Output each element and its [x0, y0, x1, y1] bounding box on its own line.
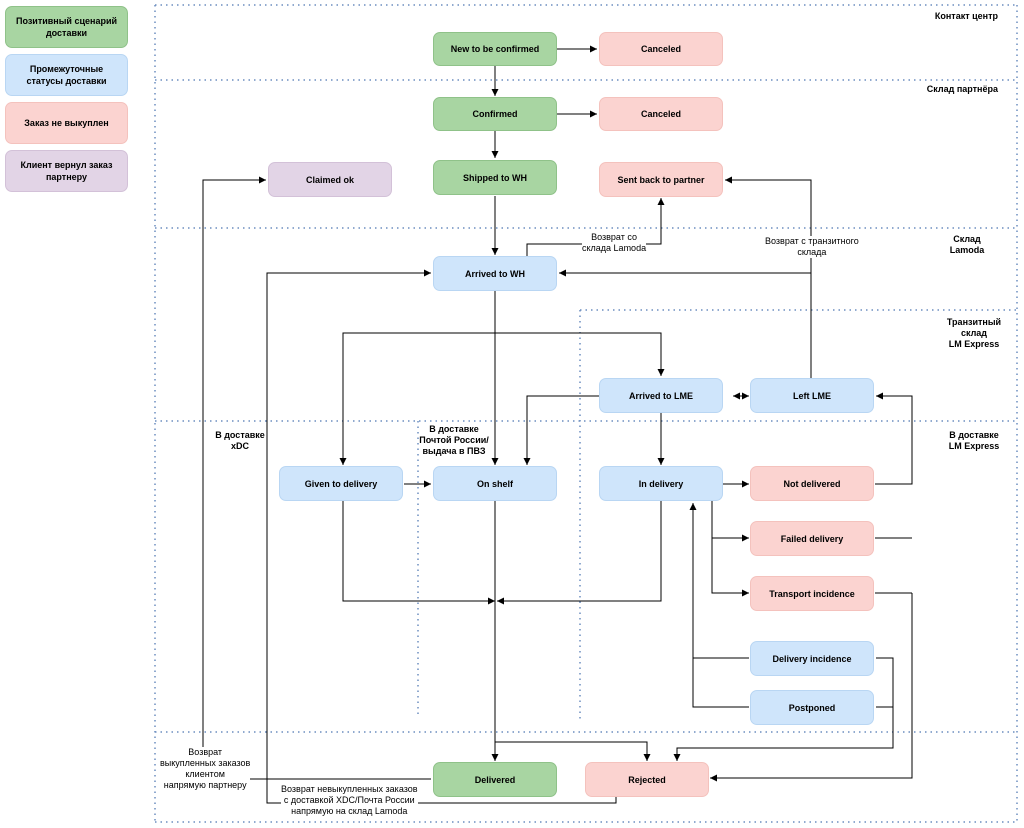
node-canceled-partner[interactable]: Canceled — [599, 97, 723, 131]
node-shipped-to-wh[interactable]: Shipped to WH — [433, 160, 557, 195]
node-canceled-contact-center[interactable]: Canceled — [599, 32, 723, 66]
node-in-delivery[interactable]: In delivery — [599, 466, 723, 501]
zone-post-delivery: В доставке Почтой России/ выдача в ПВЗ — [419, 424, 489, 456]
zone-contact-center: Контакт центр — [934, 11, 998, 21]
edge-label-return-bought: Возврат выкупленных заказов клиентом нап… — [160, 747, 251, 791]
edge-label-return-not-bought: Возврат невыкупленных заказов с доставко… — [281, 784, 418, 817]
node-failed-delivery[interactable]: Failed delivery — [750, 521, 874, 556]
node-confirmed[interactable]: Confirmed — [433, 97, 557, 131]
node-given-to-delivery[interactable]: Given to delivery — [279, 466, 403, 501]
zone-xdc-delivery: В доставке xDC — [215, 430, 265, 451]
node-delivered[interactable]: Delivered — [433, 762, 557, 797]
node-claimed-ok[interactable]: Claimed ok — [268, 162, 392, 197]
zone-lme-delivery: В доставке LM Express — [948, 430, 1000, 451]
legend-positive: Позитивный сценарий доставки — [5, 6, 128, 48]
node-new-to-be-confirmed[interactable]: New to be confirmed — [433, 32, 557, 66]
legend-not-bought: Заказ не выкуплен — [5, 102, 128, 144]
zone-transit-wh: Транзитный склад LM Express — [946, 317, 1002, 349]
node-rejected[interactable]: Rejected — [585, 762, 709, 797]
node-left-lme[interactable]: Left LME — [750, 378, 874, 413]
node-arrived-to-lme[interactable]: Arrived to LME — [599, 378, 723, 413]
legend-returned: Клиент вернул заказ партнеру — [5, 150, 128, 192]
zone-lines — [154, 4, 1018, 823]
node-not-delivered[interactable]: Not delivered — [750, 466, 874, 501]
zone-partner-wh: Склад партнёра — [926, 84, 998, 94]
node-postponed[interactable]: Postponed — [750, 690, 874, 725]
edge-label-return-from-transit: Возврат с транзитного склада — [765, 236, 859, 258]
node-arrived-to-wh[interactable]: Arrived to WH — [433, 256, 557, 291]
legend-intermediate: Промежуточные статусы доставки — [5, 54, 128, 96]
node-delivery-incidence[interactable]: Delivery incidence — [750, 641, 874, 676]
node-sent-back-to-partner[interactable]: Sent back to partner — [599, 162, 723, 197]
edges — [202, 45, 913, 804]
node-transport-incidence[interactable]: Transport incidence — [750, 576, 874, 611]
zone-lamoda-wh: Склад Lamoda — [949, 234, 985, 255]
edge-label-return-from-lamoda: Возврат со склада Lamoda — [582, 232, 647, 254]
node-on-shelf[interactable]: On shelf — [433, 466, 557, 501]
